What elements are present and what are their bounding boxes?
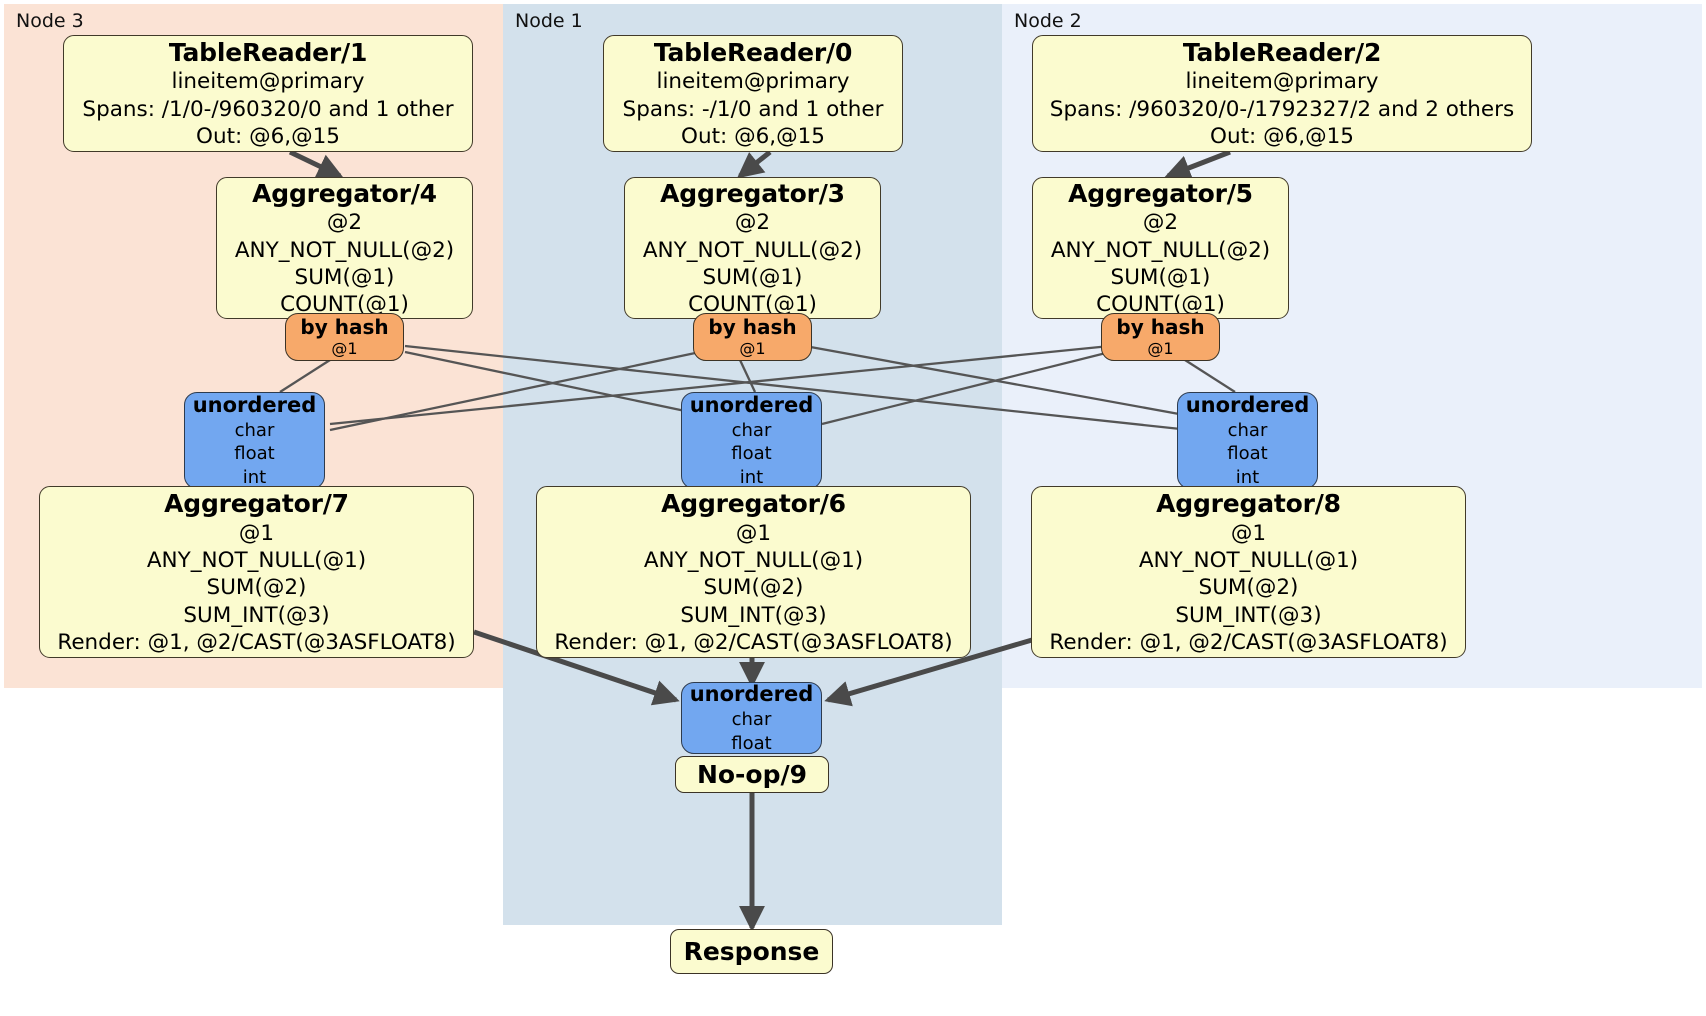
node-title: TableReader/1: [168, 37, 368, 67]
sync-title: unordered: [192, 392, 317, 417]
router-title: by hash: [300, 315, 389, 340]
node-aggregator-8[interactable]: Aggregator/8 @1 ANY_NOT_NULL(@1) SUM(@2)…: [1031, 486, 1466, 658]
router-line: @1: [1147, 339, 1174, 359]
sync-title: unordered: [1185, 392, 1310, 417]
sync-line: char: [731, 709, 772, 731]
node-title: No-op/9: [696, 760, 808, 789]
node-line: @2: [1142, 210, 1179, 236]
node-line: ANY_NOT_NULL(@2): [1050, 237, 1271, 263]
node-line: ANY_NOT_NULL(@2): [642, 237, 863, 263]
node-line: ANY_NOT_NULL(@1): [146, 547, 367, 573]
node-aggregator-7[interactable]: Aggregator/7 @1 ANY_NOT_NULL(@1) SUM(@2)…: [39, 486, 474, 658]
synchronizer-unordered-node-1[interactable]: unordered char float int: [681, 392, 822, 489]
node-line: Spans: /1/0-/960320/0 and 1 other: [82, 96, 454, 122]
node-line: Out: @6,@15: [1210, 124, 1354, 150]
node-line: @2: [326, 210, 363, 236]
node-line: SUM_INT(@3): [183, 602, 330, 628]
node-title: TableReader/0: [653, 37, 853, 67]
node-line: @1: [735, 520, 772, 546]
node-aggregator-4[interactable]: Aggregator/4 @2 ANY_NOT_NULL(@2) SUM(@1)…: [216, 177, 473, 319]
node-title: Aggregator/6: [661, 488, 846, 518]
region-node-2-label: Node 2: [1014, 10, 1082, 32]
region-node-1-label: Node 1: [515, 10, 583, 32]
node-line: SUM(@2): [206, 575, 307, 601]
node-line: ANY_NOT_NULL(@1): [1138, 547, 1359, 573]
node-title: Aggregator/8: [1156, 488, 1341, 518]
node-title: Aggregator/5: [1068, 178, 1253, 208]
node-table-reader-1[interactable]: TableReader/1 lineitem@primary Spans: /1…: [63, 35, 473, 152]
sync-line: int: [242, 466, 267, 488]
synchronizer-unordered-node-3[interactable]: unordered char float int: [184, 392, 325, 489]
node-aggregator-3[interactable]: Aggregator/3 @2 ANY_NOT_NULL(@2) SUM(@1)…: [624, 177, 881, 319]
sync-line: int: [1235, 466, 1260, 488]
node-line: SUM_INT(@3): [680, 602, 827, 628]
router-by-hash-node-1[interactable]: by hash @1: [693, 313, 812, 361]
synchronizer-unordered-node-2[interactable]: unordered char float int: [1177, 392, 1318, 489]
node-line: lineitem@primary: [1185, 69, 1379, 95]
sync-line: char: [1227, 420, 1268, 442]
node-line: Render: @1, @2/CAST(@3ASFLOAT8): [57, 629, 456, 655]
node-line: lineitem@primary: [171, 69, 365, 95]
node-line: Out: @6,@15: [681, 124, 825, 150]
sync-line: float: [234, 443, 275, 465]
node-line: lineitem@primary: [656, 69, 850, 95]
sync-title: unordered: [689, 392, 814, 417]
router-line: @1: [739, 339, 766, 359]
region-node-3-label: Node 3: [16, 10, 84, 32]
router-title: by hash: [1116, 315, 1205, 340]
sync-title: unordered: [689, 681, 814, 706]
node-line: @1: [238, 520, 275, 546]
node-line: Render: @1, @2/CAST(@3ASFLOAT8): [1049, 629, 1448, 655]
router-line: @1: [331, 339, 358, 359]
node-title: Response: [683, 937, 820, 966]
node-line: ANY_NOT_NULL(@2): [234, 237, 455, 263]
node-title: Aggregator/3: [660, 178, 845, 208]
node-title: TableReader/2: [1182, 37, 1382, 67]
node-line: SUM(@1): [1110, 264, 1211, 290]
node-line: Spans: -/1/0 and 1 other: [622, 96, 884, 122]
synchronizer-unordered-final[interactable]: unordered char float: [681, 682, 822, 754]
node-line: @1: [1230, 520, 1267, 546]
node-line: @2: [734, 210, 771, 236]
node-title: Aggregator/4: [252, 178, 437, 208]
sync-line: char: [731, 420, 772, 442]
node-line: ANY_NOT_NULL(@1): [643, 547, 864, 573]
router-by-hash-node-2[interactable]: by hash @1: [1101, 313, 1220, 361]
node-aggregator-6[interactable]: Aggregator/6 @1 ANY_NOT_NULL(@1) SUM(@2)…: [536, 486, 971, 658]
node-line: SUM(@1): [702, 264, 803, 290]
sync-line: int: [739, 466, 764, 488]
node-no-op-9[interactable]: No-op/9: [675, 756, 829, 793]
node-aggregator-5[interactable]: Aggregator/5 @2 ANY_NOT_NULL(@2) SUM(@1)…: [1032, 177, 1289, 319]
node-line: Spans: /960320/0-/1792327/2 and 2 others: [1049, 96, 1515, 122]
node-line: Out: @6,@15: [196, 124, 340, 150]
node-title: Aggregator/7: [164, 488, 349, 518]
node-table-reader-2[interactable]: TableReader/2 lineitem@primary Spans: /9…: [1032, 35, 1532, 152]
node-line: SUM(@1): [294, 264, 395, 290]
router-title: by hash: [708, 315, 797, 340]
router-by-hash-node-3[interactable]: by hash @1: [285, 313, 404, 361]
sync-line: char: [234, 420, 275, 442]
node-line: SUM(@2): [703, 575, 804, 601]
node-line: Render: @1, @2/CAST(@3ASFLOAT8): [554, 629, 953, 655]
sync-line: float: [731, 443, 772, 465]
node-line: SUM_INT(@3): [1175, 602, 1322, 628]
sync-line: float: [731, 732, 772, 754]
node-line: SUM(@2): [1198, 575, 1299, 601]
node-table-reader-0[interactable]: TableReader/0 lineitem@primary Spans: -/…: [603, 35, 903, 152]
node-response[interactable]: Response: [670, 929, 833, 974]
sync-line: float: [1227, 443, 1268, 465]
